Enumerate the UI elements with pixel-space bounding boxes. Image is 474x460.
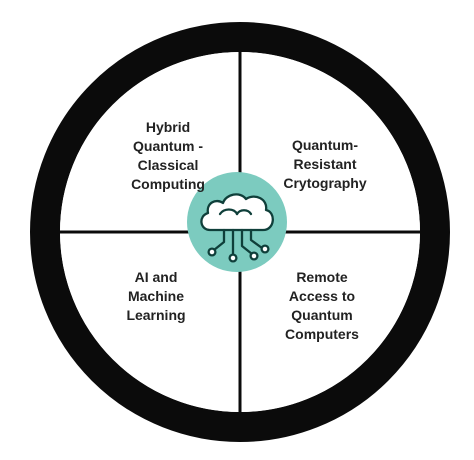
outer-ring bbox=[30, 22, 450, 442]
quadrant-label-hybrid-computing: Hybrid Quantum - Classical Computing bbox=[131, 119, 205, 192]
quadrant-label-ai-machine-learning: AI and Machine Learning bbox=[126, 269, 186, 323]
cloud-network-icon bbox=[200, 193, 274, 263]
center-badge bbox=[187, 172, 287, 272]
quadrant-label-remote-quantum-access: Remote Access to Quantum Computers bbox=[285, 269, 359, 342]
quadrant-label-quantum-resistant-cryptography: Quantum- Resistant Crytography bbox=[283, 137, 367, 191]
